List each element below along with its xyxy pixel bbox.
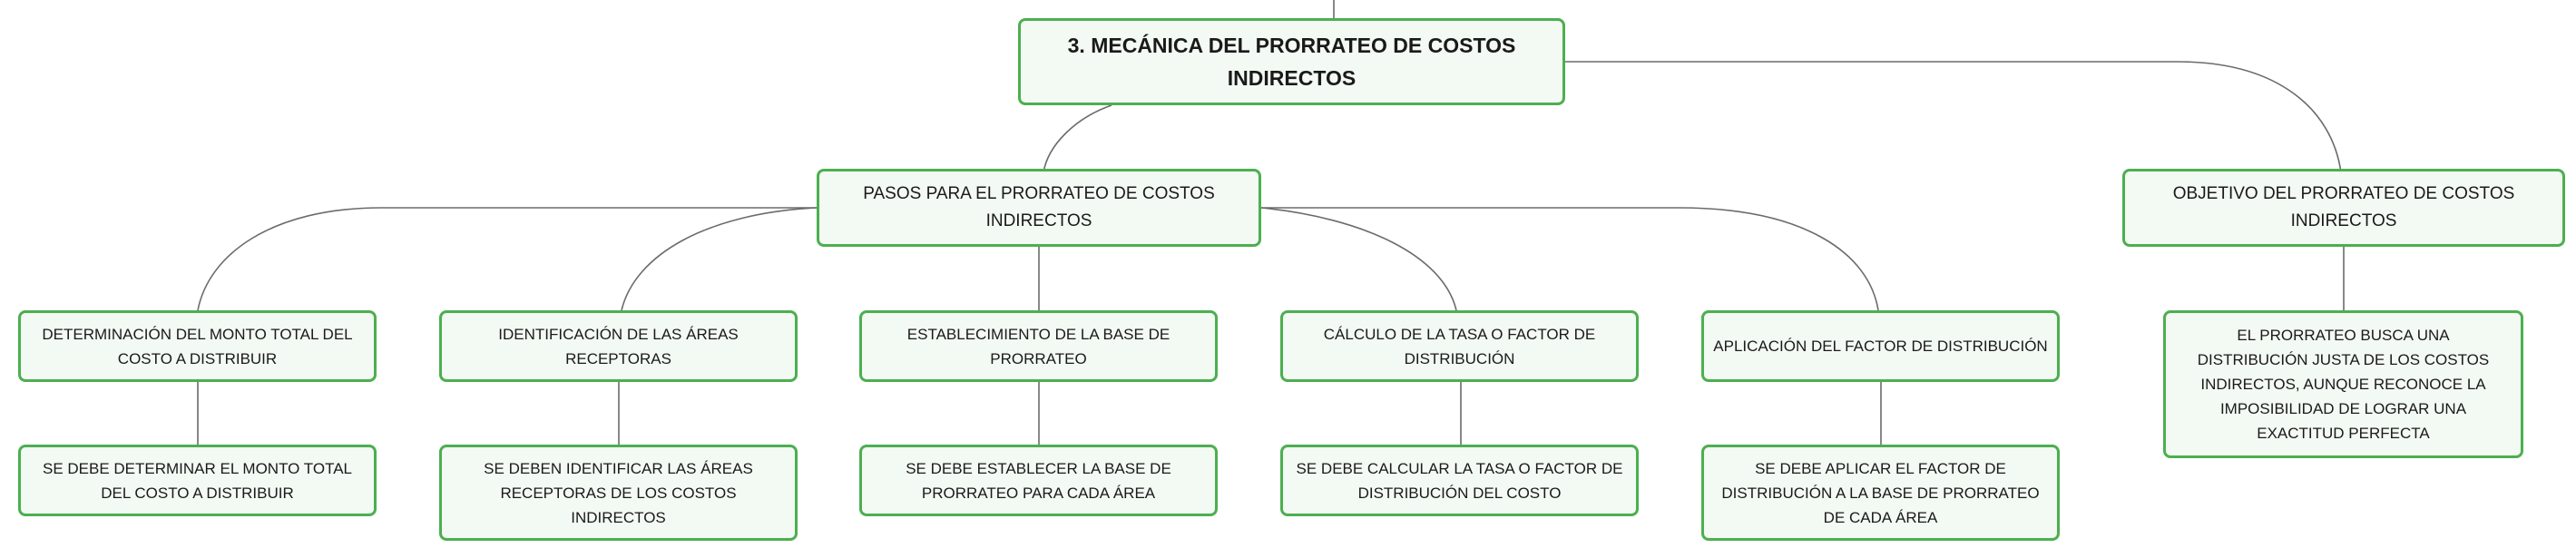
step-detail-label: SE DEBE ESTABLECER LA BASE DE PRORRATEO … [906, 459, 1171, 502]
pasos-node[interactable]: PASOS PARA EL PRORRATEO DE COSTOS INDIRE… [817, 169, 1261, 247]
step-node-3[interactable]: ESTABLECIMIENTO DE LA BASE DE PRORRATEO [859, 310, 1218, 382]
connector-pasos-step-2 [621, 207, 818, 311]
objetivo-node[interactable]: OBJETIVO DEL PRORRATEO DE COSTOS INDIREC… [2122, 169, 2565, 247]
step-detail-label: SE DEBE APLICAR EL FACTOR DE DISTRIBUCIÓ… [1721, 459, 2040, 526]
step-detail-node-4[interactable]: SE DEBE CALCULAR LA TASA O FACTOR DE DIS… [1280, 445, 1639, 516]
step-node-label: CÁLCULO DE LA TASA O FACTOR DE DISTRIBUC… [1323, 325, 1596, 367]
step-node-label: APLICACIÓN DEL FACTOR DE DISTRIBUCIÓN [1713, 338, 2048, 355]
connector-pasos-step-1 [197, 207, 817, 311]
step-detail-label: SE DEBE DETERMINAR EL MONTO TOTAL DEL CO… [42, 459, 352, 502]
connector-root-objetivo [1565, 61, 2342, 173]
step-node-2[interactable]: IDENTIFICACIÓN DE LAS ÁREAS RECEPTORAS [439, 310, 798, 382]
step-detail-node-2[interactable]: SE DEBEN IDENTIFICAR LAS ÁREAS RECEPTORA… [439, 445, 798, 541]
objetivo-node-label: OBJETIVO DEL PRORRATEO DE COSTOS INDIREC… [2172, 184, 2515, 230]
step-node-label: IDENTIFICACIÓN DE LAS ÁREAS RECEPTORAS [498, 325, 739, 367]
objetivo-detail-label: EL PRORRATEO BUSCA UNA DISTRIBUCIÓN JUST… [2197, 327, 2490, 442]
pasos-node-label: PASOS PARA EL PRORRATEO DE COSTOS INDIRE… [863, 184, 1215, 230]
step-detail-node-3[interactable]: SE DEBE ESTABLECER LA BASE DE PRORRATEO … [859, 445, 1218, 516]
step-node-label: ESTABLECIMIENTO DE LA BASE DE PRORRATEO [906, 325, 1170, 367]
connector-pasos-step-4 [1260, 207, 1457, 311]
root-node-label: 3. MECÁNICA DEL PRORRATEO DE COSTOS INDI… [1067, 34, 1516, 90]
connector-root-pasos [1043, 104, 1112, 173]
step-node-5[interactable]: APLICACIÓN DEL FACTOR DE DISTRIBUCIÓN [1701, 310, 2060, 382]
step-node-4[interactable]: CÁLCULO DE LA TASA O FACTOR DE DISTRIBUC… [1280, 310, 1639, 382]
step-node-1[interactable]: DETERMINACIÓN DEL MONTO TOTAL DEL COSTO … [18, 310, 377, 382]
step-node-label: DETERMINACIÓN DEL MONTO TOTAL DEL COSTO … [42, 325, 353, 367]
step-detail-label: SE DEBEN IDENTIFICAR LAS ÁREAS RECEPTORA… [484, 459, 753, 526]
connector-pasos-step-5 [1261, 207, 1879, 311]
objetivo-detail-node[interactable]: EL PRORRATEO BUSCA UNA DISTRIBUCIÓN JUST… [2163, 310, 2523, 458]
root-node[interactable]: 3. MECÁNICA DEL PRORRATEO DE COSTOS INDI… [1018, 18, 1565, 105]
step-detail-label: SE DEBE CALCULAR LA TASA O FACTOR DE DIS… [1296, 459, 1623, 502]
step-detail-node-5[interactable]: SE DEBE APLICAR EL FACTOR DE DISTRIBUCIÓ… [1701, 445, 2060, 541]
step-detail-node-1[interactable]: SE DEBE DETERMINAR EL MONTO TOTAL DEL CO… [18, 445, 377, 516]
